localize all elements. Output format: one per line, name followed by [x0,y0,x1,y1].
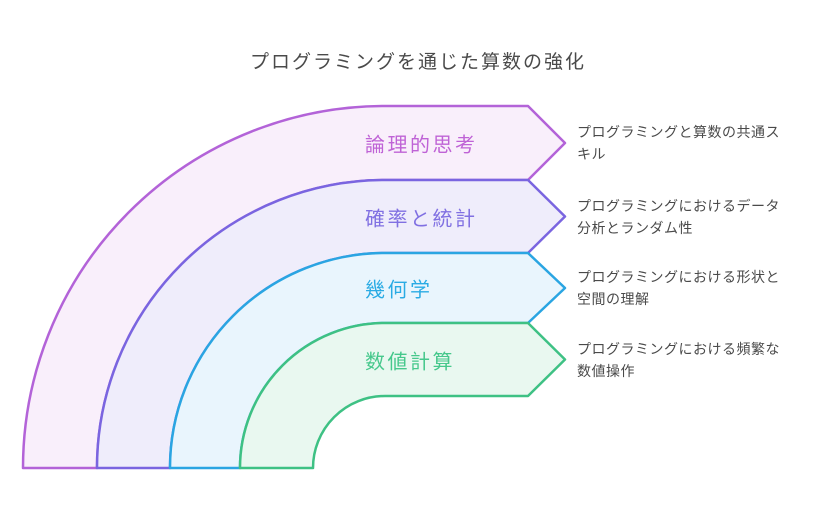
band-label-logical-thinking: 論理的思考 [365,134,478,157]
diagram-title: プログラミングを通じた算数の強化 [249,52,587,73]
band-description-logical-thinking: プログラミングと算数の共通ス キル [577,124,780,162]
band-description-numeric-computation: プログラミングにおける頻繁な 数値操作 [577,340,780,379]
band-description-geometry: プログラミングにおける形状と 空間の理解 [577,269,780,307]
band-label-probability-statistics: 確率と統計 [365,208,478,230]
band-label-numeric-computation: 数値計算 [365,351,455,373]
band-shape-numeric-computation [238,321,567,470]
band-label-geometry: 幾何学 [365,279,433,302]
band-description-probability-statistics: プログラミングにおけるデータ 分析とランダム性 [577,197,780,236]
